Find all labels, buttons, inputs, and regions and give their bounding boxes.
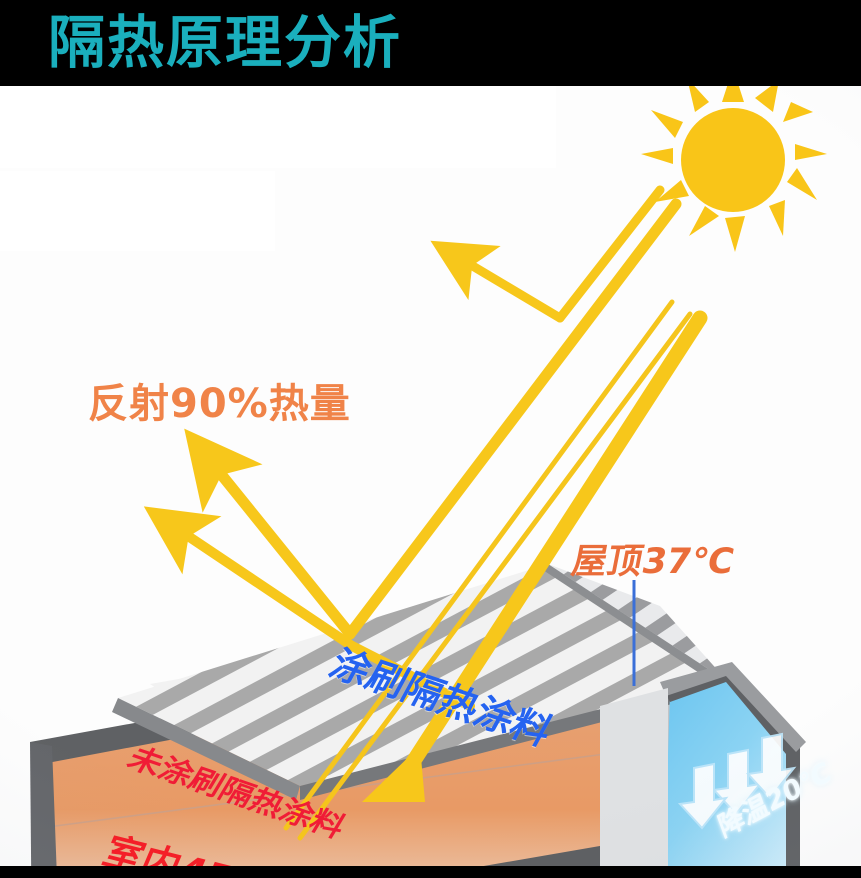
incident-beam-thin-1	[283, 299, 675, 831]
penetrating-heat-arrowhead	[362, 746, 425, 802]
incident-ray-2	[555, 185, 665, 323]
reflected-arrow-3	[143, 506, 357, 651]
white-overlay-left	[0, 171, 275, 251]
cool-arrow-2	[745, 732, 797, 800]
cooling-arrows	[677, 732, 797, 830]
label-roof-temperature: 屋顶37℃	[568, 542, 738, 582]
diagram-canvas: 反射90%热量 屋顶37℃ 涂刷隔热涂料 未涂刷隔热涂料 室内45℃ 降温20℃	[0, 86, 861, 872]
gable-roof-overhang	[660, 662, 806, 752]
diagram-svg	[30, 86, 827, 872]
gable-under-panel	[600, 688, 668, 872]
penetrating-heat-arrow	[396, 310, 708, 784]
title-bar: 隔热原理分析	[0, 0, 861, 86]
reflected-arrow-2	[430, 240, 565, 323]
sun-icon	[641, 86, 827, 252]
cool-arrow-3	[677, 762, 729, 830]
building-group	[30, 564, 806, 872]
frame-left-post	[30, 742, 57, 872]
gable-frame	[660, 668, 800, 872]
incident-ray-1	[344, 198, 682, 640]
roof-fascia-left	[112, 698, 300, 800]
page-title: 隔热原理分析	[48, 10, 402, 76]
white-overlay-top	[0, 86, 556, 168]
reflected-arrow-1	[184, 428, 356, 640]
solar-ray-arrows	[143, 185, 708, 841]
incident-beam-thin-2	[297, 311, 693, 841]
label-reflect-heat: 反射90%热量	[88, 381, 351, 427]
